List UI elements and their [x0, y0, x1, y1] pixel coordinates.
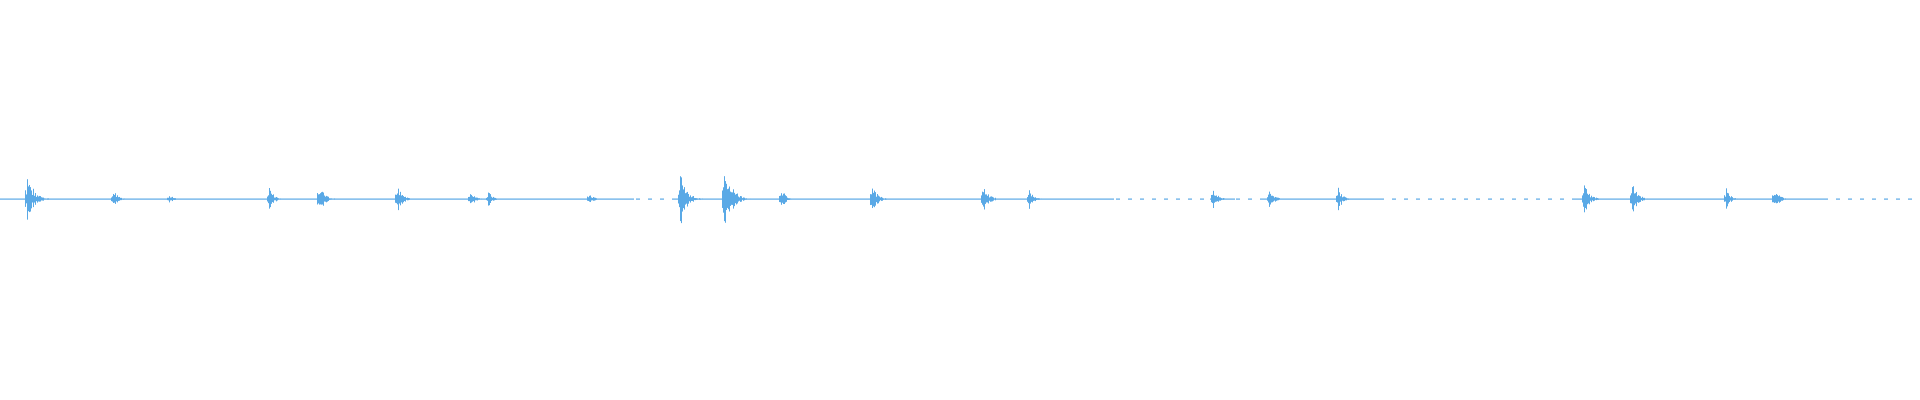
waveform-burst: [1336, 187, 1350, 211]
waveform-burst: [486, 192, 497, 206]
waveform-burst: [779, 193, 792, 205]
waveform-burst: [1582, 185, 1599, 213]
waveform-burst: [1211, 190, 1227, 209]
waveform-burst: [870, 188, 887, 209]
waveform-burst: [1772, 193, 1786, 204]
waveform-burst: [678, 176, 703, 224]
waveform-burst: [587, 195, 597, 203]
waveform-burst: [981, 189, 996, 210]
waveform-burst: [111, 193, 125, 204]
waveform-burst: [722, 176, 751, 223]
waveform-burst: [167, 196, 176, 203]
waveform-burst: [317, 191, 335, 206]
waveform-burst: [468, 194, 482, 204]
waveform-burst: [1630, 186, 1648, 212]
waveform-burst: [1027, 190, 1042, 209]
waveform-burst: [1724, 188, 1738, 209]
waveform-baseline: [0, 198, 1912, 200]
waveform-burst: [267, 188, 281, 209]
waveform-burst: [395, 188, 410, 211]
waveform-burst: [25, 179, 49, 220]
waveform-burst: [1267, 191, 1280, 207]
